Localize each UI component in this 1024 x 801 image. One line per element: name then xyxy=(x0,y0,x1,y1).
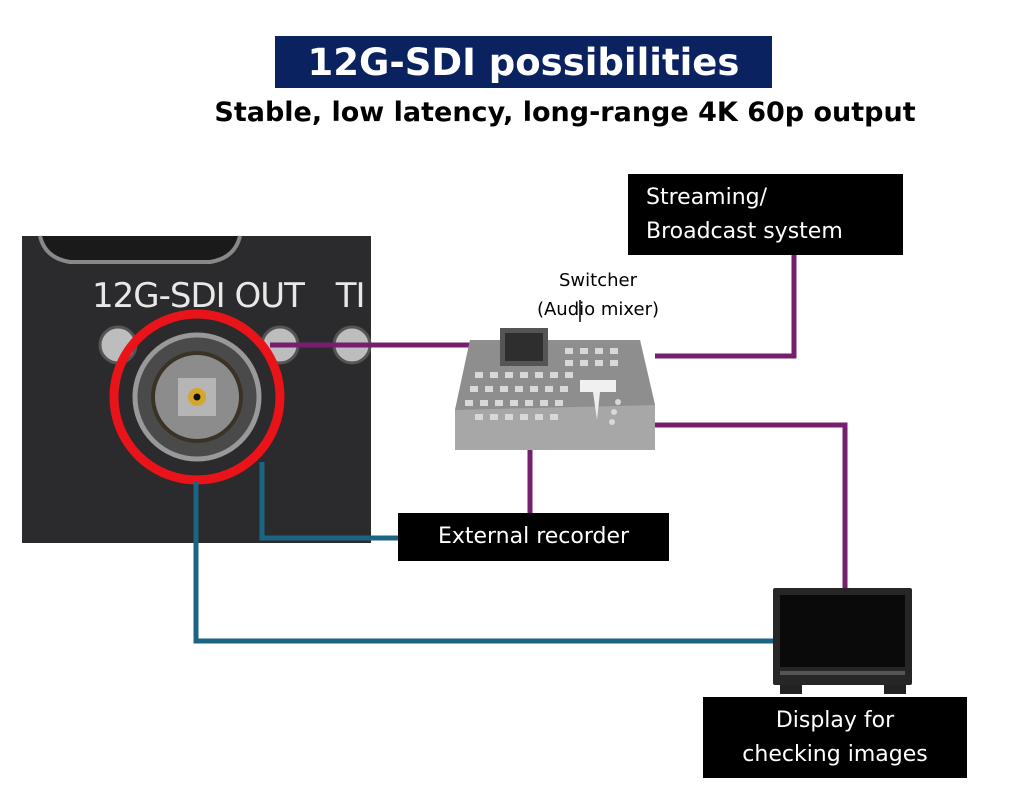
subtitle: Stable, low latency, long-range 4K 60p o… xyxy=(214,97,916,128)
switcher-icon xyxy=(455,328,655,450)
recorder-label: External recorder xyxy=(437,524,630,549)
page-title: 12G-SDI possibilities xyxy=(275,36,772,88)
display-box: Display for checking images xyxy=(703,697,967,778)
streaming-box: Streaming/ Broadcast system xyxy=(628,174,903,255)
switcher-label-line2: (Audio mixer) xyxy=(536,299,660,320)
switcher-label: Switcher (Audio mixer) xyxy=(500,266,696,324)
streaming-line2: Broadcast system xyxy=(646,218,843,244)
streaming-line1: Streaming/ xyxy=(646,184,768,210)
display-line2: checking images xyxy=(742,741,928,767)
blue-connections xyxy=(193,462,776,644)
next-port-label: TI xyxy=(335,276,366,316)
port-label-text: 12G-SDI OUT xyxy=(92,276,305,316)
highlight-circle xyxy=(109,309,285,485)
recorder-box: External recorder xyxy=(398,513,669,561)
display-line1: Display for xyxy=(775,707,895,733)
port-label: 12G-SDI OUT TI xyxy=(92,276,366,316)
monitor-icon xyxy=(773,588,912,694)
switcher-label-line1: Switcher xyxy=(559,270,637,291)
